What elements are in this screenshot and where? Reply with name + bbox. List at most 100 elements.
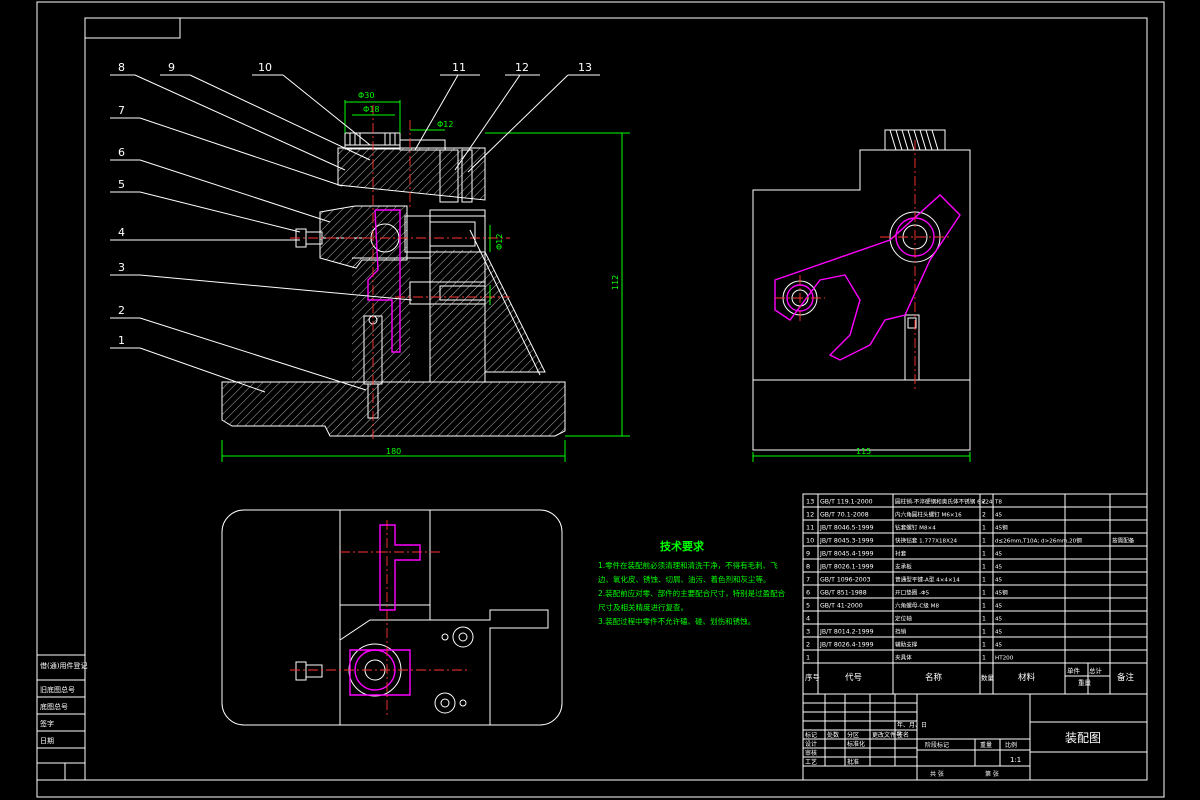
- bom-row-name: 衬套: [895, 550, 907, 558]
- bom-row-name: 开口垫圈 -Φ5: [895, 589, 930, 597]
- front-dimensions: 180 112 Φ30 Φ18 Φ12 Φ12: [221, 91, 630, 462]
- tech-note-line-1: 边、氧化皮、锈蚀、切屑、油污、着色剂和灰尘等。: [598, 574, 771, 584]
- bom-row-material: 45: [995, 565, 1003, 571]
- bom-row-code: JB/T 8045.4-1999: [819, 551, 874, 558]
- bom-row-qty: 1: [982, 538, 986, 545]
- bom-row-qty: 2: [982, 499, 986, 506]
- tb-standard: 标准化: [847, 740, 865, 748]
- bom-row-material: T8: [994, 500, 1002, 506]
- bom-row-qty: 1: [982, 603, 986, 610]
- bom-row-code: GB/T 119.1-2000: [820, 499, 873, 506]
- inner-frame: [84, 17, 1148, 781]
- tb-sheet: 第 张: [985, 770, 999, 778]
- dim-top-b: Φ18: [363, 105, 379, 114]
- bom-head-qty: 数量: [981, 673, 995, 682]
- balloon-2: 2: [118, 304, 125, 317]
- side-view: 115: [752, 129, 971, 462]
- balloon-12: 12: [515, 61, 529, 74]
- tech-notes: 技术要求 1.零件在装配前必须清理和清洗干净，不得有毛刺、飞 边、氧化皮、锈蚀、…: [598, 539, 786, 626]
- bom-row-remark: 按需配备: [1112, 537, 1135, 545]
- tb-zone: 分区: [847, 731, 859, 739]
- bom-row-qty: 1: [982, 655, 986, 662]
- bom-table: 1 3 GB/T 119.1-2000 圆柱销-不淬硬钢和奥氏体不锈钢 6×242 T8…: [802, 493, 1148, 695]
- bom-row-material: 45: [995, 513, 1003, 519]
- leader-lines: 8 9 10 11 12 13 7 6 5 4 3 2 1: [110, 61, 600, 393]
- balloon-4: 4: [118, 226, 125, 239]
- bom-row-name: 钻套螺钉 M8×4: [895, 524, 936, 532]
- bom-row-name: 快换钻套 1.777X18X24: [895, 537, 958, 545]
- tb-count: 处数: [827, 731, 839, 739]
- balloon-13: 13: [578, 61, 592, 74]
- strip-label-1: 旧底图总号: [40, 685, 75, 694]
- tech-note-line-4: 3.装配过程中零件不允许磕、碰、划伤和锈蚀。: [598, 616, 755, 626]
- strip-label-4: 日期: [40, 737, 54, 745]
- bom-head-weight: 重量: [1078, 679, 1092, 687]
- tb-doc: 更改文件号: [872, 731, 902, 739]
- bom-row-code: GB/T 851-1988: [820, 590, 867, 597]
- bom-head-material: 材料: [1018, 672, 1036, 683]
- strip-label-2: 底图总号: [40, 702, 68, 711]
- bom-row-no: 3: [806, 628, 810, 636]
- tb-scale: 1:1: [1010, 756, 1021, 764]
- strip-label-0: 借(通)用件登记: [40, 661, 87, 670]
- drawing-title: 装配图: [1065, 731, 1101, 745]
- bom-row-material: 45: [995, 617, 1003, 623]
- bom-row-qty: 1: [982, 551, 986, 558]
- bom-row-qty: 1: [982, 564, 986, 571]
- bom-row-material: d≤26mm,T10A; d>26mm,20钢: [995, 537, 1082, 545]
- bom-row-material: HT200: [995, 656, 1014, 662]
- bom-row-name: 内六角圆柱头螺钉 M6×16: [895, 511, 962, 519]
- tech-note-line-0: 1.零件在装配前必须清理和清洗干净，不得有毛刺、飞: [598, 560, 778, 570]
- bom-row-material: 45: [995, 552, 1003, 558]
- bom-head-remark: 备注: [1117, 672, 1135, 683]
- tech-note-line-2: 2.装配前应对零、部件的主要配合尺寸，特别是过盈配合: [598, 588, 786, 598]
- bom-row-name: 辅助支撑: [895, 641, 918, 649]
- bom-head-no: 序号: [805, 672, 820, 682]
- balloon-5: 5: [118, 178, 125, 191]
- tb-mark: 标记: [805, 731, 817, 739]
- bom-row-code: GB/T 41-2000: [820, 603, 863, 610]
- bom-head-code: 代号: [845, 672, 862, 683]
- tb-scale-label: 比例: [1005, 741, 1017, 749]
- bom-row-name: 圆柱销-不淬硬钢和奥氏体不锈钢 6×24: [895, 498, 993, 506]
- title-block: 标记 处数 分区 更改文件号 签名 年、月、日 设计 标准化 审核 工艺 批准 …: [802, 693, 1148, 781]
- tb-stage: 阶段标记: [925, 741, 949, 749]
- dim-top-c: Φ12: [437, 120, 453, 129]
- left-strip: 借(通)用件登记 旧底图总号 底图总号 签字 日期: [36, 654, 87, 781]
- balloon-9: 9: [168, 61, 175, 74]
- bom-row-no: 1: [806, 654, 810, 662]
- tech-notes-title: 技术要求: [660, 539, 705, 553]
- tb-date: 年、月、日: [897, 721, 927, 729]
- bom-row-material: 45: [995, 630, 1003, 636]
- dim-right-d: Φ12: [495, 234, 504, 250]
- balloon-11: 11: [452, 61, 466, 74]
- tb-sheets: 共 张: [930, 770, 944, 778]
- bom-row-name: 普通型平键-A型 4×4×14: [895, 576, 960, 584]
- balloon-7: 7: [118, 104, 125, 117]
- tb-review: 审核: [805, 749, 817, 757]
- bom-row-material: 45钢: [995, 589, 1008, 597]
- balloon-3: 3: [118, 261, 125, 274]
- bom-row-code: JB/T 8026.1-1999: [819, 564, 874, 571]
- bom-row-no: 10: [806, 537, 814, 545]
- bom-row-name: 支承板: [895, 563, 912, 571]
- corner-code-box: [84, 17, 181, 39]
- bom-head-unit: 单件: [1067, 666, 1081, 675]
- balloon-10: 10: [258, 61, 272, 74]
- bom-row-qty: 1: [982, 577, 986, 584]
- dim-side-width: 115: [856, 447, 871, 456]
- bom-row-code: GB/T 1096-2003: [820, 577, 871, 584]
- bom-row-material: 45: [995, 578, 1003, 584]
- tb-design: 设计: [805, 740, 817, 748]
- front-view: [221, 105, 566, 440]
- bom-row-code: JB/T 8045.3-1999: [819, 538, 874, 545]
- dim-front-height: 112: [611, 275, 620, 290]
- dim-top-a: Φ30: [358, 91, 374, 100]
- balloon-1: 1: [118, 334, 125, 347]
- bom-head-total: 总计: [1089, 666, 1103, 675]
- bom-row-no: 4: [806, 615, 810, 623]
- tb-sign: 签名: [897, 731, 909, 739]
- bom-head-name: 名称: [925, 672, 943, 683]
- bom-row-no: 11: [806, 524, 814, 532]
